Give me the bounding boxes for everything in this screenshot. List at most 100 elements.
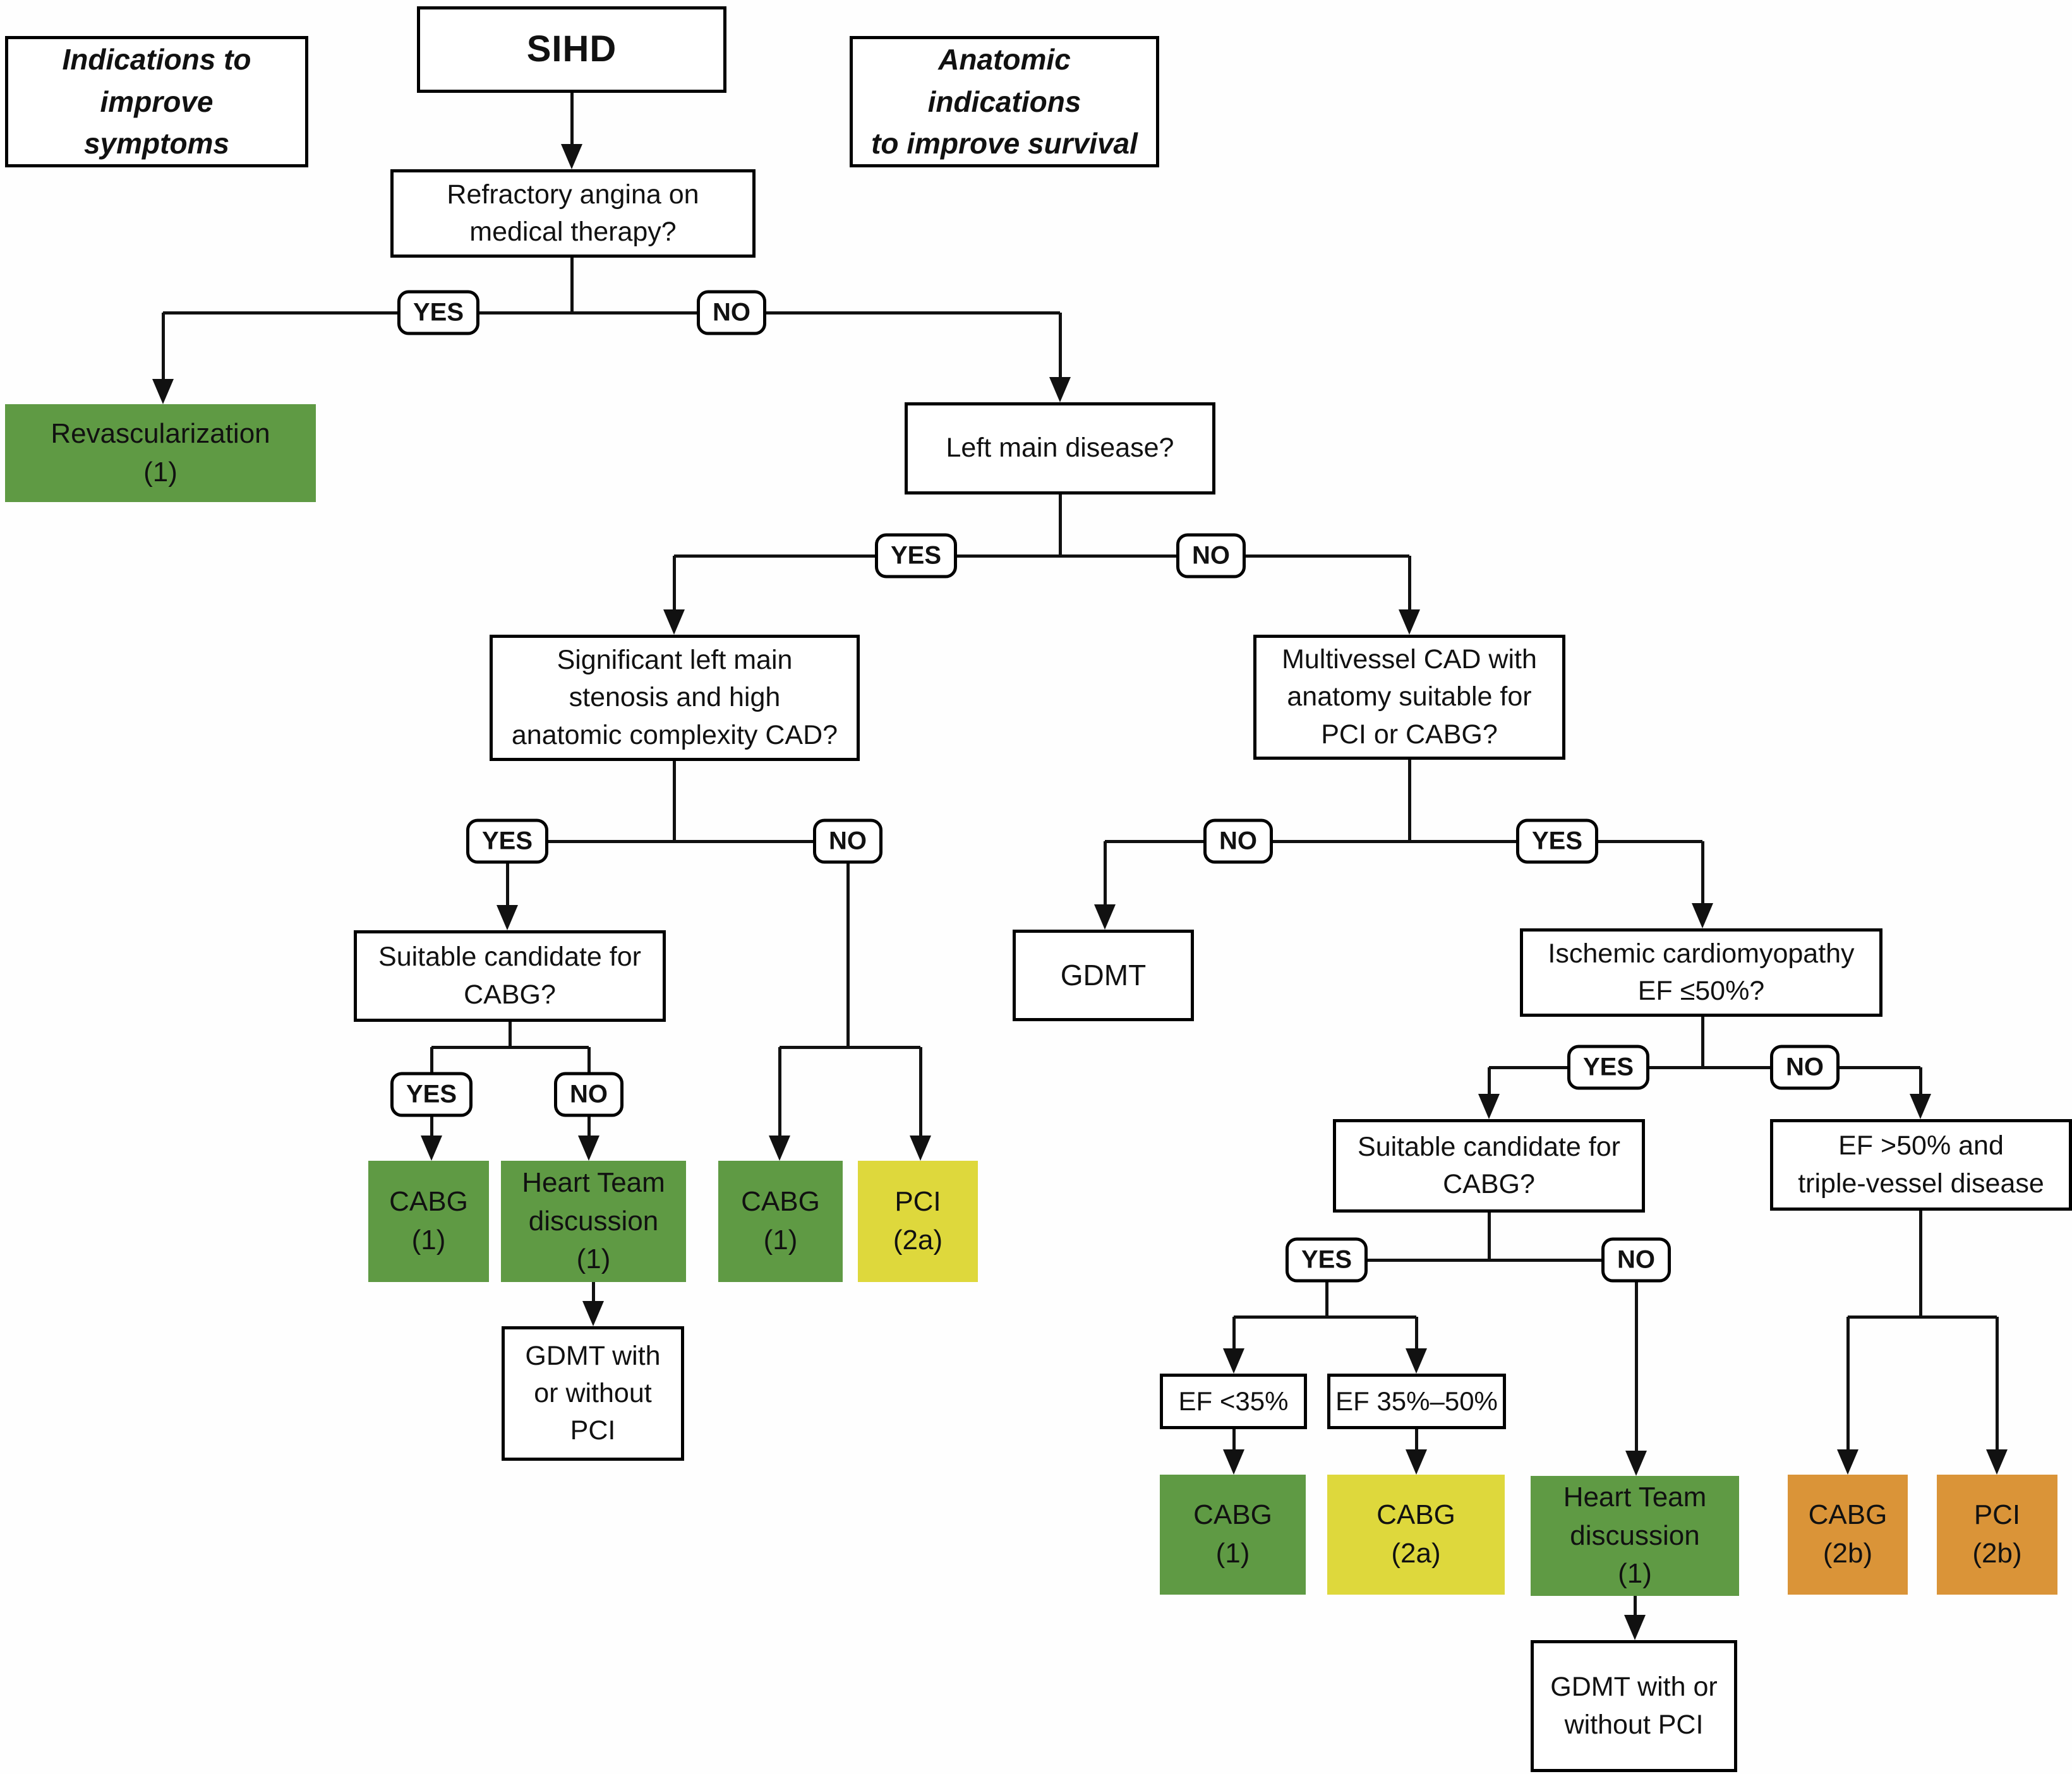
connector-line	[1995, 1317, 1999, 1452]
outcome-cabg-1-mid: CABG (1)	[718, 1161, 843, 1282]
yes-badge-significant-lm: YES	[466, 818, 549, 864]
connector-line	[1634, 1260, 1638, 1453]
arrowhead-down-icon	[582, 1301, 604, 1326]
connector-line	[1234, 1315, 1416, 1319]
node-sihd-root: SIHD	[417, 6, 726, 93]
header-anatomic-indications-survival: Anatomic indications to improve survival	[850, 36, 1159, 167]
arrowhead-down-icon	[663, 609, 685, 635]
no-badge-ischemic: NO	[1770, 1045, 1840, 1090]
connector-line	[1105, 839, 1702, 843]
outcome-cabg-2b: CABG (2b)	[1788, 1475, 1908, 1595]
outcome-pci-2b: PCI (2b)	[1937, 1475, 2057, 1595]
node-gdmt: GDMT	[1013, 930, 1194, 1021]
connector-line	[778, 1047, 781, 1138]
connector-line	[1103, 841, 1107, 907]
connector-line	[505, 841, 509, 908]
connector-line	[1232, 1317, 1236, 1351]
node-gdmt-with-without-pci-right: GDMT with or without PCI	[1531, 1640, 1737, 1772]
yes-badge-ischemic: YES	[1567, 1045, 1650, 1090]
arrowhead-down-icon	[561, 144, 582, 169]
no-badge-significant-lm: NO	[813, 818, 882, 864]
arrowhead-down-icon	[910, 1136, 931, 1161]
connector-line	[508, 1022, 512, 1048]
node-ef-gt50-triple-vessel: EF >50% and triple-vessel disease	[1770, 1119, 2072, 1211]
yes-badge-multivessel: YES	[1515, 818, 1599, 864]
connector-line	[846, 841, 850, 1048]
node-ef-35-50: EF 35%–50%	[1327, 1374, 1506, 1429]
connector-line	[1407, 556, 1411, 613]
node-left-main-disease: Left main disease?	[905, 402, 1215, 494]
connector-line	[431, 1045, 589, 1049]
connector-line	[1487, 1213, 1491, 1261]
connector-line	[1918, 1211, 1922, 1318]
connector-line	[1232, 1429, 1236, 1453]
connector-line	[1407, 760, 1411, 842]
arrowhead-down-icon	[1837, 1449, 1858, 1475]
connector-line	[1848, 1315, 1997, 1319]
connector-line	[1058, 313, 1062, 381]
yes-badge-refractory: YES	[397, 290, 480, 335]
connector-line	[1327, 1258, 1636, 1262]
arrowhead-down-icon	[1986, 1449, 2008, 1475]
connector-line	[672, 556, 676, 613]
connector-line	[780, 1045, 920, 1049]
connector-line	[507, 839, 848, 843]
yes-badge-left-main: YES	[874, 533, 958, 578]
arrowhead-down-icon	[1478, 1094, 1500, 1119]
arrowhead-down-icon	[1223, 1348, 1244, 1374]
no-badge-suitable-left: NO	[554, 1072, 623, 1117]
node-refractory-angina: Refractory angina on medical therapy?	[390, 169, 756, 258]
connector-line	[1489, 1065, 1920, 1069]
arrowhead-down-icon	[1910, 1094, 1931, 1119]
connector-line	[161, 313, 165, 381]
arrowhead-down-icon	[497, 905, 518, 930]
outcome-pci-2a: PCI (2a)	[858, 1161, 978, 1282]
arrowhead-down-icon	[578, 1136, 599, 1161]
outcome-cabg-1-right: CABG (1)	[1160, 1475, 1306, 1595]
header-indications-improve-symptoms: Indications to improve symptoms	[5, 36, 308, 167]
connector-line	[163, 311, 1060, 315]
connector-line	[1325, 1260, 1328, 1318]
node-suitable-cabg-right: Suitable candidate for CABG?	[1333, 1119, 1645, 1213]
node-ef-lt-35: EF <35%	[1160, 1374, 1307, 1429]
connector-line	[1846, 1317, 1850, 1452]
yes-badge-suitable-left: YES	[390, 1072, 473, 1117]
yes-badge-suitable-right: YES	[1285, 1237, 1368, 1283]
node-suitable-cabg-left: Suitable candidate for CABG?	[354, 930, 666, 1022]
connector-line	[1058, 494, 1062, 557]
no-badge-refractory: NO	[697, 290, 766, 335]
arrowhead-down-icon	[1049, 377, 1071, 402]
outcome-revascularization-1: Revascularization (1)	[5, 404, 316, 502]
connector-line	[1414, 1429, 1418, 1453]
connector-line	[570, 258, 574, 314]
node-ischemic-cardiomyopathy: Ischemic cardiomyopathy EF ≤50%?	[1520, 928, 1882, 1017]
connector-line	[591, 1282, 595, 1304]
connector-line	[1701, 841, 1704, 906]
outcome-heart-team-discussion-left: Heart Team discussion (1)	[501, 1161, 686, 1282]
arrowhead-down-icon	[1406, 1449, 1427, 1475]
outcome-heart-team-discussion-right: Heart Team discussion (1)	[1531, 1476, 1739, 1596]
arrowhead-down-icon	[1094, 904, 1116, 930]
connector-line	[1487, 1067, 1491, 1097]
connector-line	[674, 554, 1409, 558]
connector-line	[1918, 1067, 1922, 1097]
connector-line	[1701, 1017, 1704, 1069]
no-badge-multivessel: NO	[1203, 818, 1273, 864]
arrowhead-down-icon	[421, 1136, 442, 1161]
arrowhead-down-icon	[1692, 903, 1713, 928]
connector-line	[570, 93, 574, 147]
no-badge-left-main: NO	[1176, 533, 1246, 578]
arrowhead-down-icon	[152, 379, 174, 404]
connector-line	[919, 1047, 922, 1138]
connector-line	[1414, 1317, 1418, 1351]
outcome-cabg-2a: CABG (2a)	[1327, 1475, 1505, 1595]
outcome-cabg-1-left: CABG (1)	[368, 1161, 489, 1282]
no-badge-suitable-right: NO	[1601, 1237, 1671, 1283]
arrowhead-down-icon	[1625, 1451, 1647, 1476]
arrowhead-down-icon	[769, 1136, 790, 1161]
arrowhead-down-icon	[1223, 1449, 1244, 1475]
arrowhead-down-icon	[1624, 1615, 1646, 1640]
connector-line	[672, 761, 676, 842]
node-multivessel-cad: Multivessel CAD with anatomy suitable fo…	[1253, 635, 1565, 760]
